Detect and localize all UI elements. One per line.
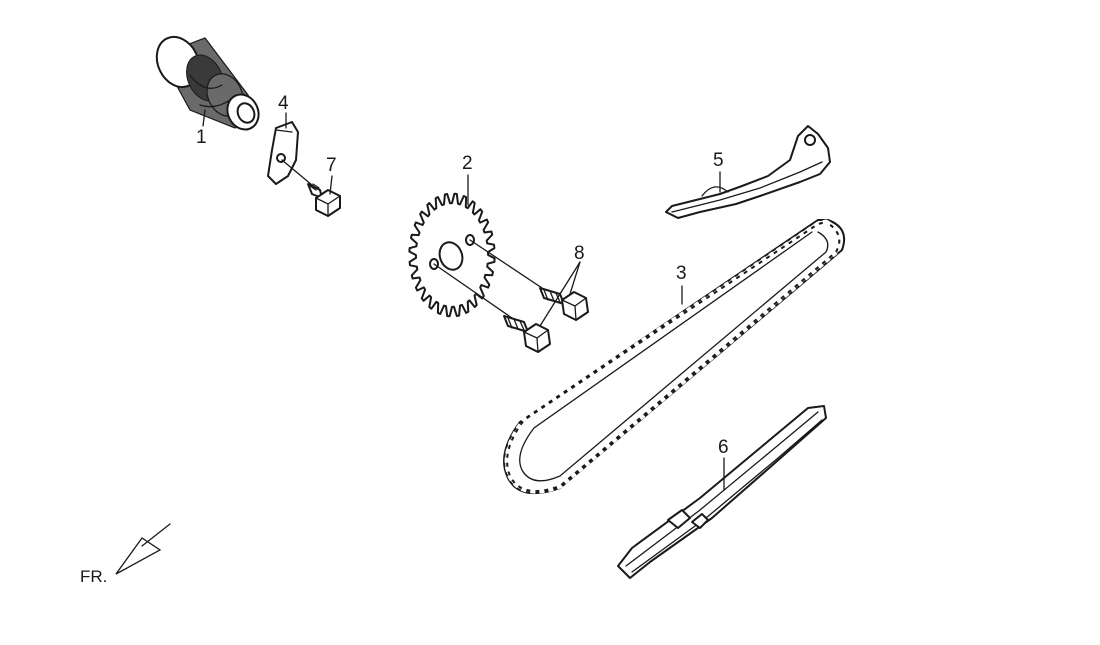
front-direction-arrow-icon: [115, 523, 171, 575]
camshaft: [155, 35, 260, 131]
sprocket-bolt-upper: [539, 287, 589, 321]
callout-2: 2: [462, 153, 473, 174]
callout-6: 6: [718, 437, 729, 458]
chain-guide: [617, 405, 827, 579]
chain-tensioner-guide: [665, 125, 831, 219]
callout-5: 5: [713, 150, 724, 171]
timing-chain: [503, 219, 846, 495]
bracket-plate: [267, 121, 299, 185]
small-bolt: [307, 183, 341, 217]
callout-7: 7: [326, 155, 337, 176]
callout-4: 4: [278, 93, 289, 114]
cam-sprocket: [408, 192, 496, 318]
callout-1: 1: [196, 127, 207, 148]
orientation-label: FR.: [80, 567, 108, 586]
callout-3: 3: [676, 263, 687, 284]
sprocket-bolt-lower: [503, 315, 551, 353]
callout-8: 8: [574, 243, 585, 264]
